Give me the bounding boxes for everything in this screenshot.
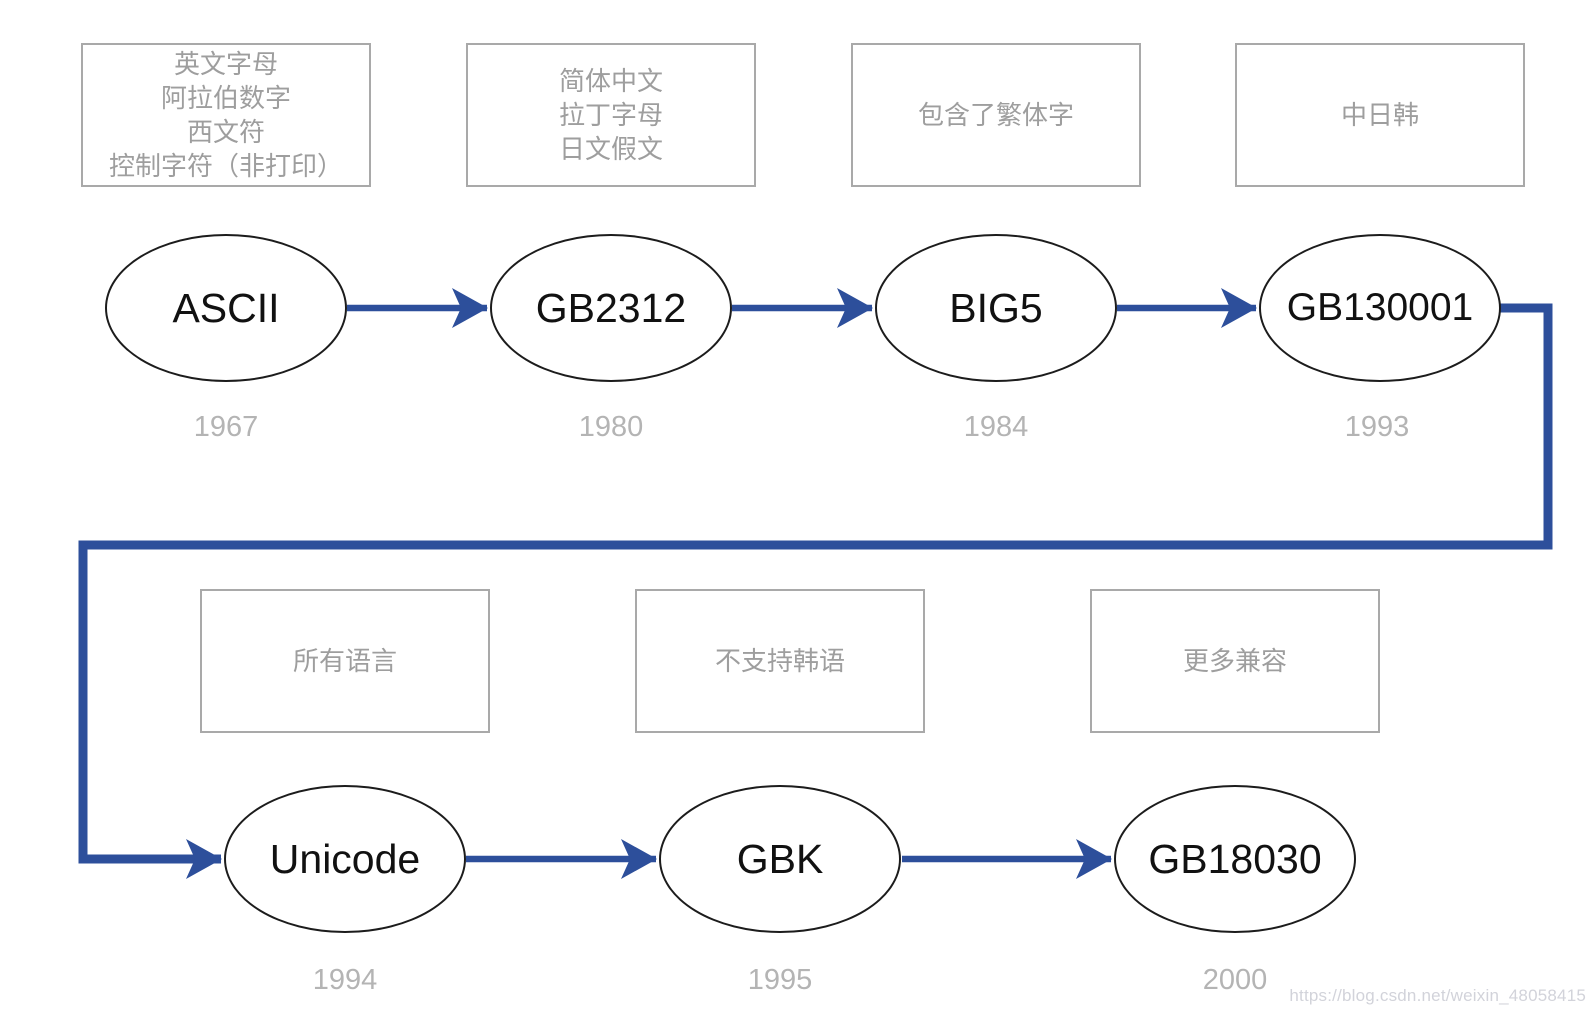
node-big5: BIG5 [875,234,1117,382]
note-line: 所有语言 [292,646,397,676]
note-line: 日文假文 [558,134,663,164]
node-ascii: ASCII [105,234,347,382]
note-line: 控制字符（非打印） [108,151,343,181]
note-line: 中日韩 [1340,100,1419,130]
node-gb2312: GB2312 [490,234,732,382]
note-line: 英文字母 [173,49,278,79]
note-line: 阿拉伯数字 [160,83,291,113]
note-line: 不支持韩语 [714,646,845,676]
note-box-ascii: 英文字母 阿拉伯数字 西文符 控制字符（非打印） [81,43,371,187]
note-box-gb130001: 中日韩 [1235,43,1525,187]
year-label-gb18030: 2000 [1202,964,1268,996]
year-label-ascii: 1967 [193,411,259,443]
year-label-big5: 1984 [963,411,1029,443]
year-label-gb2312: 1980 [578,411,644,443]
node-gb18030: GB18030 [1114,785,1356,933]
note-box-big5: 包含了繁体字 [851,43,1141,187]
note-box-gbk: 不支持韩语 [635,589,925,733]
year-label-unicode: 1994 [312,964,378,996]
node-gb130001: GB130001 [1259,234,1501,382]
note-line: 更多兼容 [1182,646,1287,676]
note-box-gb18030: 更多兼容 [1090,589,1380,733]
note-line: 拉丁字母 [558,100,663,130]
note-line: 西文符 [186,117,265,147]
arrow-gb130001-unicode-wrap [78,303,1553,879]
year-label-gbk: 1995 [747,964,813,996]
watermark-url: https://blog.csdn.net/weixin_48058415 [1289,986,1586,1005]
note-box-gb2312: 简体中文 拉丁字母 日文假文 [466,43,756,187]
note-line: 包含了繁体字 [917,100,1074,130]
year-label-gb130001: 1993 [1344,411,1410,443]
note-box-unicode: 所有语言 [200,589,490,733]
node-unicode: Unicode [224,785,466,933]
note-line: 简体中文 [558,66,663,96]
node-gbk: GBK [659,785,901,933]
